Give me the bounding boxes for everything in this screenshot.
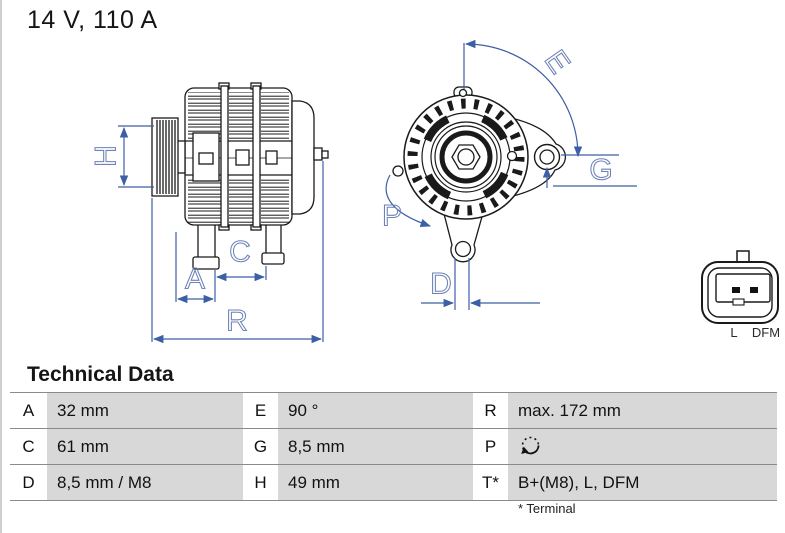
table-value: 49 mm	[278, 465, 473, 500]
table-key: G	[243, 429, 278, 464]
tie-bolt	[220, 85, 229, 228]
table-key: C	[10, 429, 47, 464]
dimension-label-A: A	[185, 263, 205, 296]
rotation-direction-icon	[521, 436, 540, 455]
technical-data-heading: Technical Data	[27, 363, 174, 386]
table-key: E	[243, 393, 278, 428]
dimension-label-P: P	[382, 200, 402, 233]
alternator-technical-drawing: H A C R E	[89, 39, 780, 344]
table-value: 90 °	[278, 393, 473, 428]
table-value: B+(M8), L, DFM	[508, 465, 777, 500]
alternator-front-view	[392, 86, 567, 263]
table-row: A 32 mm E 90 ° R max. 172 mm	[10, 392, 777, 428]
plug-connector: L DFM	[701, 250, 780, 340]
front-view-dimensions: E G P D	[381, 39, 637, 310]
side-view-housing	[178, 82, 293, 231]
table-row: D 8,5 mm / M8 H 49 mm T* B+(M8), L, DFM	[10, 464, 777, 500]
table-value: 61 mm	[47, 429, 243, 464]
table-key: A	[10, 393, 47, 428]
table-key: D	[10, 465, 47, 500]
dimension-label-R: R	[226, 305, 248, 338]
table-value: max. 172 mm	[508, 393, 777, 428]
table-key: P	[473, 429, 508, 464]
connector-pin-L	[732, 287, 740, 293]
connector-cavity	[715, 273, 771, 303]
dimension-label-G: G	[589, 154, 612, 187]
table-key: H	[243, 465, 278, 500]
table-value: 8,5 mm	[278, 429, 473, 464]
dimension-label-D: D	[430, 268, 452, 301]
alternator-side-view	[151, 82, 329, 270]
terminal-footnote: * Terminal	[518, 501, 576, 516]
connector-pin-label-DFM: DFM	[752, 325, 780, 340]
connector-pin-DFM	[750, 287, 758, 293]
table-value: 8,5 mm / M8	[47, 465, 243, 500]
table-value-rotation	[508, 429, 777, 464]
side-view-pulley	[151, 117, 186, 197]
table-key: R	[473, 393, 508, 428]
ear-bolt-hole	[533, 143, 561, 171]
table-value: 32 mm	[47, 393, 243, 428]
side-view-mounting-lugs	[192, 221, 285, 270]
lug-bolt-hole	[454, 240, 472, 258]
table-key: T*	[473, 465, 508, 500]
side-view-dimensions: H A C R	[89, 125, 324, 344]
technical-data-table: A 32 mm E 90 ° R max. 172 mm C 61 mm G 8…	[10, 392, 777, 501]
rotation-direction-arrow	[385, 174, 431, 227]
connector-pin-label-L: L	[730, 325, 737, 340]
bottom-lug	[441, 205, 486, 263]
b-plus-terminal	[313, 147, 323, 161]
page-title: 14 V, 110 A	[27, 6, 158, 34]
dimension-label-C: C	[229, 236, 251, 269]
page-left-edge	[0, 0, 2, 533]
dimension-label-H: H	[90, 145, 123, 167]
tie-bolt	[252, 85, 261, 228]
side-view-rear-cover	[291, 100, 329, 215]
cooling-fins	[188, 92, 221, 139]
table-row: C 61 mm G 8,5 mm P	[10, 428, 777, 464]
